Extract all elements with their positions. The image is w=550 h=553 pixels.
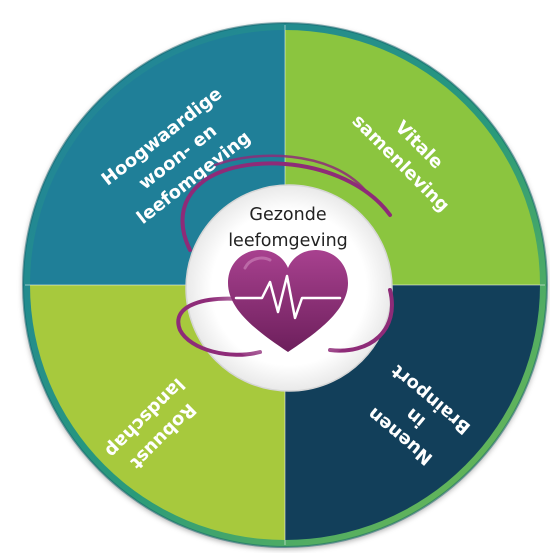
ring-edge — [22, 22, 548, 548]
center-title-line1: Gezonde — [249, 205, 326, 225]
heart-highlight — [243, 256, 272, 270]
swirl-line — [180, 161, 392, 252]
heart-icon — [228, 250, 348, 352]
center-title-line2: leefomgeving — [228, 231, 348, 251]
swirl-line-2 — [213, 154, 367, 192]
heartbeat-line-icon — [234, 274, 342, 320]
